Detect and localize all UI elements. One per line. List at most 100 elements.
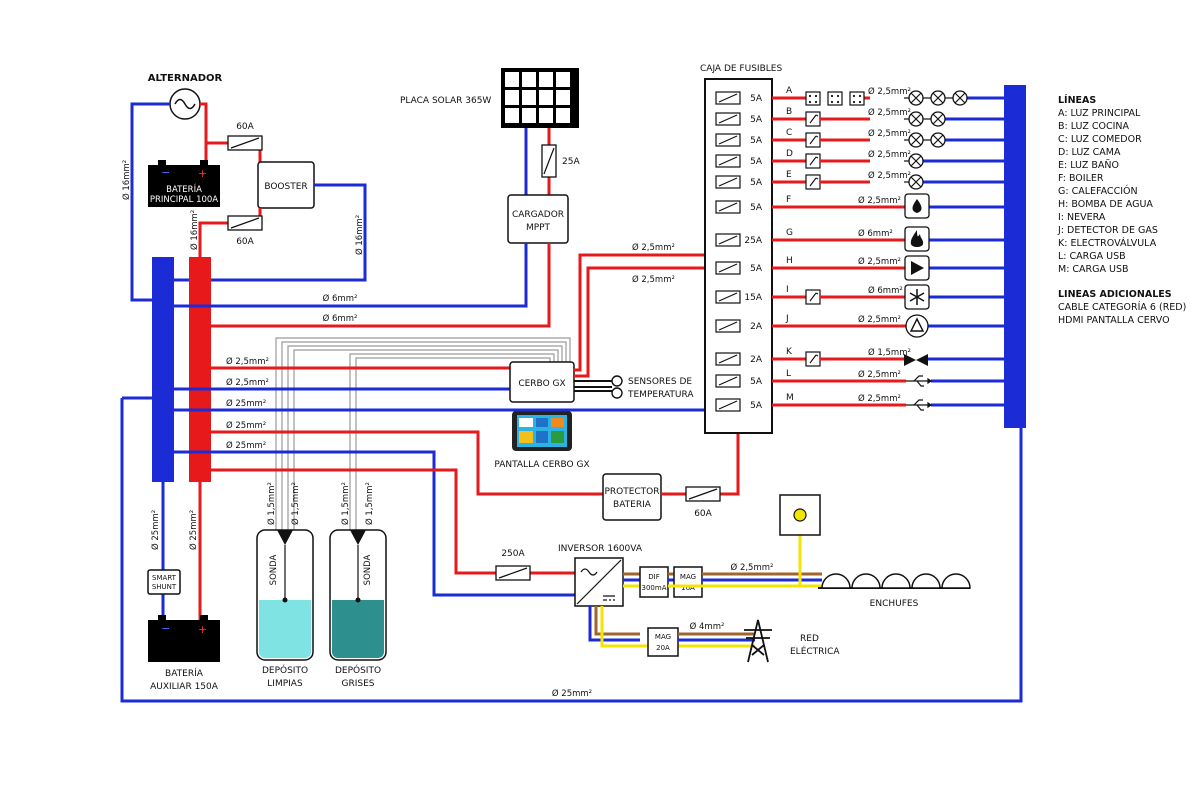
- legend-item: D: LUZ CAMA: [1058, 147, 1121, 158]
- dif-line1: DIF: [648, 573, 659, 581]
- fuse-rating: 25A: [744, 236, 762, 246]
- mag16-line1: MAG: [680, 573, 696, 581]
- line-letter: E: [786, 170, 792, 180]
- fuse-rating: 2A: [750, 322, 763, 332]
- fuse-60a-protector-label: 60A: [694, 509, 712, 519]
- label-cerbo-fuse-bottom: Ø 2,5mm²: [632, 274, 675, 285]
- deposito-grises-line2: GRISES: [342, 679, 375, 689]
- label-cerbo-red: Ø 2,5mm²: [226, 356, 269, 367]
- fuse-60a-top-label: 60A: [236, 122, 254, 132]
- wire-alternator-negative: [130, 102, 170, 302]
- label-15mm-4: Ø 1,5mm²: [364, 482, 375, 525]
- wire-red-neutral: [588, 606, 640, 642]
- line-letter: I: [786, 285, 789, 295]
- busbar-positive: [189, 257, 211, 482]
- battery-plus-icon: +: [198, 167, 207, 180]
- label-15mm-1: Ø 1,5mm²: [266, 482, 277, 525]
- switch-a1-icon: [805, 91, 821, 106]
- cargador-mppt-line2: MPPT: [526, 223, 551, 233]
- sensores-line2: TEMPERATURA: [627, 390, 694, 400]
- label-15mm-2: Ø 1,5mm²: [290, 482, 301, 525]
- red-electrica-line1: RED: [800, 634, 819, 644]
- fuse-25a-label: 25A: [562, 157, 580, 167]
- booster-label: BOOSTER: [264, 182, 307, 192]
- section-label: Ø 2,5mm²: [868, 107, 911, 118]
- usb-m-icon: [906, 399, 933, 411]
- legend-item: G: CALEFACCIÓN: [1058, 185, 1138, 197]
- legend-extra-1: CABLE CATEGORÍA 6 (RED): [1058, 301, 1186, 313]
- line-letter: L: [786, 369, 791, 379]
- dif-box: [639, 566, 669, 598]
- fuse-rating: 2A: [750, 355, 763, 365]
- section-label: Ø 2,5mm²: [858, 314, 901, 325]
- label-6mm-blue: Ø 6mm²: [323, 293, 358, 304]
- mag16-line2: 16A: [681, 584, 695, 592]
- label-25mm-bottom: Ø 25mm²: [552, 688, 592, 699]
- wire-cerbo-fusebox-a: [574, 253, 740, 372]
- line-letter: M: [786, 393, 794, 403]
- inversor-label: INVERSOR 1600VA: [558, 544, 643, 554]
- pylon-icon: [744, 619, 772, 663]
- switch-a2-icon: [827, 91, 843, 106]
- bateria-principal-line1: BATERÍA: [166, 183, 202, 195]
- section-label: Ø 2,5mm²: [868, 170, 911, 181]
- deposito-limpias-line1: DEPÓSITO: [262, 664, 308, 676]
- section-label: Ø 2,5mm²: [868, 149, 911, 160]
- sine-wave-icon: [174, 98, 196, 110]
- mag20-line1: MAG: [655, 633, 671, 641]
- legend-item: B: LUZ COCINA: [1058, 121, 1130, 132]
- bateria-auxiliar: [148, 620, 220, 662]
- fuse-rating: 5A: [750, 157, 763, 167]
- legend-item: L: CARGA USB: [1058, 251, 1126, 262]
- wire-protector-fusebox: [661, 433, 740, 496]
- wire-booster-negative: [174, 183, 367, 282]
- aux-plus-icon: +: [198, 623, 207, 636]
- label-25mm-shunt: Ø 25mm²: [150, 510, 161, 550]
- earth-lamp-icon: [793, 508, 807, 522]
- ac-wave-icon: [580, 568, 598, 576]
- cerbo-gx-label: CERBO GX: [518, 379, 565, 389]
- fuse-60a-bottom-label: 60A: [236, 237, 254, 247]
- line-letter: A: [786, 86, 793, 96]
- legend-item: J: DETECTOR DE GAS: [1057, 225, 1158, 236]
- label-6mm-red: Ø 6mm²: [323, 313, 358, 324]
- label-25mm-2: Ø 25mm²: [226, 420, 266, 431]
- wire-25mm-bottom-return: [120, 396, 1023, 703]
- sensores-line1: SENSORES DE: [628, 377, 692, 387]
- sensor-2-icon: [611, 387, 623, 399]
- smart-shunt-box: [147, 569, 181, 595]
- alternador-label: ALTERNADOR: [148, 73, 223, 84]
- cargador-mppt-box: [507, 194, 569, 244]
- fuse-rating: 5A: [750, 136, 763, 146]
- deposito-grises-line1: DEPÓSITO: [335, 664, 381, 676]
- line-letter: K: [786, 347, 793, 357]
- valve-icon: [904, 354, 916, 366]
- fuse-rating: 5A: [750, 401, 763, 411]
- pantalla-cerbo-label: PANTALLA CERBO GX: [494, 460, 589, 470]
- bateria-principal-line2: PRINCIPAL 100A: [150, 195, 218, 205]
- section-label: Ø 1,5mm²: [868, 347, 911, 358]
- fuse-rating: 5A: [750, 115, 763, 125]
- fuse-rating: 5A: [750, 377, 763, 387]
- fuse-rating: 15A: [744, 293, 762, 303]
- placa-solar-label: PLACA SOLAR 365W: [400, 96, 491, 106]
- label-4mm: Ø 4mm²: [690, 621, 725, 632]
- legend-item: M: CARGA USB: [1058, 264, 1129, 275]
- enchufes-label: ENCHUFES: [870, 599, 919, 609]
- legend-heading: LÍNEAS: [1058, 94, 1096, 106]
- wire-mppt-positive: [211, 243, 551, 328]
- fuse-row-k: 2A K Ø 1,5mm²: [715, 347, 1004, 367]
- wire-25mm-inverter-negative: [174, 450, 578, 597]
- red-electrica-line2: ELÉCTRICA: [790, 645, 840, 657]
- mag20-box: [647, 627, 679, 657]
- section-label: Ø 2,5mm²: [858, 369, 901, 380]
- solar-panel-icon: [501, 68, 579, 128]
